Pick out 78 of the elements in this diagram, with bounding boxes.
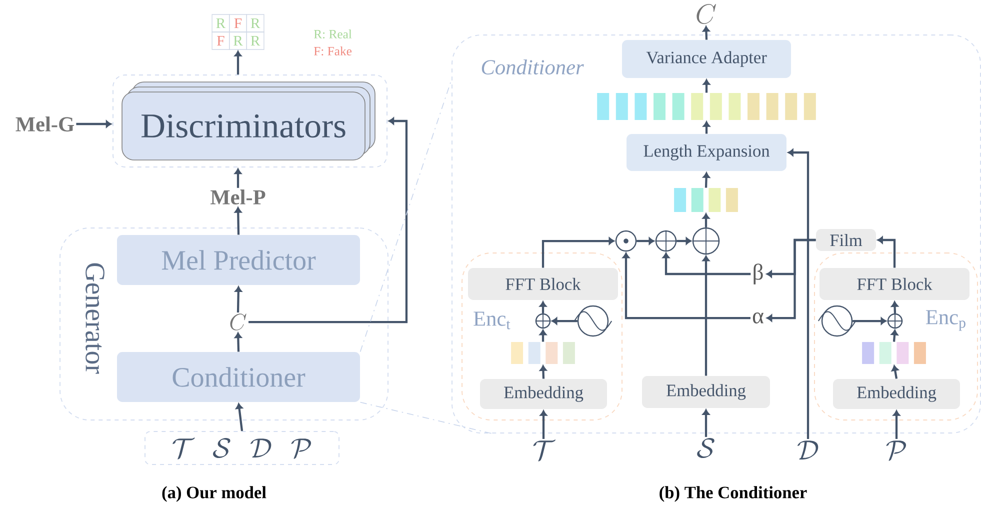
legend-text: F: Fake (314, 46, 352, 56)
arrow (540, 410, 548, 439)
panel-caption: (a) Our model (162, 486, 266, 502)
arrow (236, 403, 244, 432)
zoom-guide-line (360, 402, 492, 434)
feature-bars (674, 188, 738, 212)
arrow (234, 332, 242, 352)
module-box: Embedding (480, 379, 607, 409)
grid-cell: R (246, 32, 264, 50)
arrow (234, 207, 242, 235)
arrow (788, 148, 810, 439)
add-circle (692, 226, 720, 256)
grid-cell: R (229, 32, 247, 50)
input-box: $\mathcal{T}$ $\mathcal{S}$ $\mathcal{D}$ $\mathcal{P}$ (144, 431, 340, 465)
arrow (539, 301, 547, 314)
input-symbol: $\mathcal{D}$ (798, 440, 818, 460)
arrow (676, 237, 692, 245)
input-symbol: $\mathcal{T}$ (533, 440, 556, 462)
arrow (702, 256, 710, 376)
output-symbol: $C$ (696, 4, 716, 24)
arrow (76, 120, 112, 128)
add-circle (534, 312, 552, 330)
module-box: Length Expansion (626, 134, 786, 171)
module-box: Embedding (642, 376, 770, 408)
film-box: Film (816, 229, 876, 251)
arrow (877, 236, 896, 268)
panel-caption: (b) The Conditioner (660, 486, 807, 502)
module-box: FFT Block (820, 268, 970, 300)
grid-cell: F (229, 14, 247, 32)
arrow (248, 117, 408, 324)
module-box: Conditioner (117, 352, 360, 402)
feature-bars (511, 342, 575, 364)
input-label: Mel-G (16, 116, 74, 132)
multiply-circle (615, 230, 637, 252)
arrow (891, 301, 898, 314)
arrow (702, 409, 710, 437)
variable-label: $C$ (230, 314, 246, 330)
arrow (234, 168, 242, 188)
add-circle (886, 312, 904, 330)
arrow (702, 79, 710, 93)
arrow (542, 237, 614, 268)
module-box: Variance Adapter (622, 40, 792, 78)
sine-icon (574, 305, 612, 337)
add-circle (654, 230, 678, 252)
arrow (702, 172, 710, 188)
stacked-box: Discriminators (122, 82, 376, 160)
arrow (891, 365, 899, 379)
arrow (539, 330, 547, 342)
module-box: Mel Predictor (117, 235, 360, 285)
arrow (662, 252, 751, 276)
input-symbol: $\mathcal{P}$ (886, 440, 906, 461)
module-box: Embedding (833, 379, 960, 409)
arrow (852, 317, 886, 325)
arrow (234, 286, 242, 313)
feature-bars (597, 93, 816, 120)
parameter-label: α (752, 312, 764, 324)
sine-icon (818, 305, 856, 337)
dashed-frame (112, 74, 388, 168)
grid-cell: F (212, 32, 230, 50)
arrow (622, 252, 750, 320)
arrow (892, 410, 900, 439)
arrow (702, 213, 710, 228)
arrow (702, 121, 710, 134)
grid-cell: R (212, 14, 230, 32)
parameter-label: β (754, 264, 763, 284)
arrow (766, 238, 816, 322)
input-symbol: $\mathcal{S}$ (697, 438, 714, 458)
arrow (702, 26, 710, 40)
legend-text: R: Real (314, 30, 352, 38)
grid-cell: R (246, 14, 264, 32)
arrow (552, 317, 578, 325)
arrow (636, 237, 654, 245)
output-label: Mel-P (210, 190, 266, 204)
arrow (540, 365, 547, 379)
arrow (890, 330, 898, 342)
arrow (234, 50, 242, 75)
module-box: FFT Block (468, 268, 618, 300)
feature-bars (862, 342, 926, 364)
